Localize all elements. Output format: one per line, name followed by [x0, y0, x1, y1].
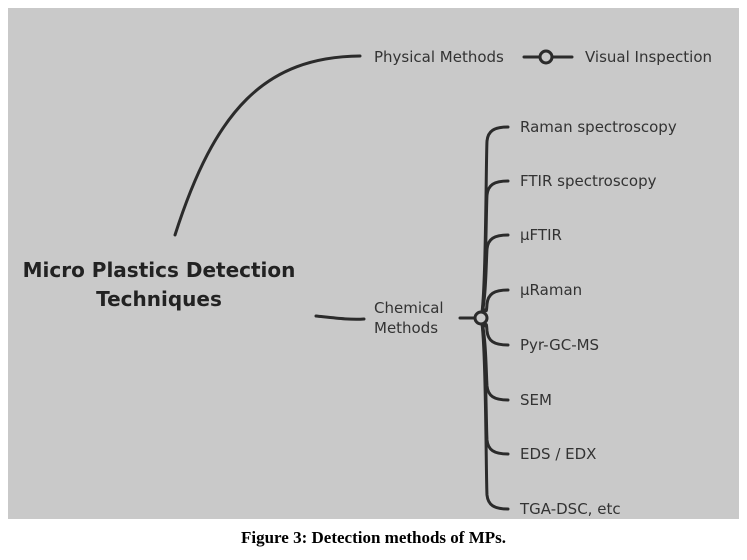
physical-node-circle	[538, 49, 554, 65]
root-title-line1: Micro Plastics Detection	[22, 258, 296, 282]
branch-micro-ftir	[479, 233, 510, 320]
method-ftir-spectroscopy: FTIR spectroscopy	[520, 172, 657, 190]
diagram-canvas	[8, 8, 739, 519]
branch-tga-dsc	[479, 316, 510, 511]
root-title-line2: Techniques	[96, 287, 222, 311]
branch-pyr-gc-ms	[479, 316, 510, 347]
method-eds-edx: EDS / EDX	[520, 445, 597, 463]
chemical-methods-label: Chemical Methods	[374, 298, 444, 338]
method-pyr-gc-ms: Pyr-GC-MS	[520, 336, 600, 354]
root-node-label: Micro Plastics Detection Techniques	[14, 256, 304, 314]
method-raman-spectroscopy: Raman spectroscopy	[520, 118, 677, 136]
connector-root-chemical	[314, 314, 366, 321]
method-micro-raman: μRaman	[520, 281, 583, 299]
chemical-node-circle	[473, 310, 489, 326]
physical-methods-label: Physical Methods	[374, 48, 504, 66]
chemical-branches	[479, 125, 510, 511]
figure-caption: Figure 3: Detection methods of MPs.	[240, 528, 507, 547]
method-sem: SEM	[520, 391, 552, 409]
connector-root-physical	[173, 54, 362, 237]
method-micro-ftir: μFTIR	[520, 226, 562, 244]
branch-micro-raman	[479, 288, 510, 320]
chemical-label-line2: Methods	[374, 319, 439, 337]
chemical-label-line1: Chemical	[374, 299, 444, 317]
visual-inspection-label: Visual Inspection	[585, 48, 713, 66]
method-tga-dsc: TGA-DSC, etc	[520, 500, 621, 518]
